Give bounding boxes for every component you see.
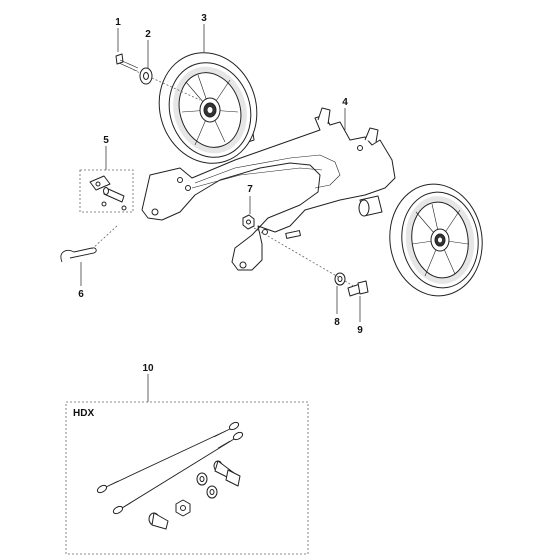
kit-nut: [175, 499, 191, 517]
assembly-guides: [129, 67, 356, 288]
pin-kit-part-5: [79, 169, 134, 213]
callout-8: 8: [334, 317, 340, 328]
kit-label-hdx: HDX: [73, 408, 94, 419]
kit-bolt-long: [213, 460, 241, 487]
screw-part-1: [115, 53, 139, 72]
wheel-upper-left: [158, 52, 258, 164]
callout-7: 7: [247, 184, 253, 195]
callout-10: 10: [142, 363, 154, 374]
wheel-lower-right: [389, 183, 483, 297]
hairpin-clip-part-6: [60, 224, 119, 263]
leader-lines: [80, 24, 361, 402]
callout-4: 4: [342, 97, 348, 108]
cable-1: [96, 421, 240, 494]
kit-bolt-short: [148, 512, 169, 530]
callout-3: 3: [201, 13, 207, 24]
kit-washer-2: [206, 485, 218, 499]
wheel-frame: [141, 107, 396, 271]
callout-1: 1: [115, 17, 121, 28]
bolt-part-9: [347, 280, 369, 297]
hdx-kit-box: [65, 401, 309, 555]
washer-part-2: [139, 67, 153, 85]
cable-2: [112, 431, 244, 515]
nut-part-7: [242, 214, 255, 230]
washer-part-8: [334, 272, 346, 286]
axle-stub-right: [358, 195, 383, 217]
callout-5: 5: [103, 135, 109, 146]
kit-washer-1: [196, 472, 208, 486]
callout-2: 2: [145, 29, 151, 40]
callout-9: 9: [357, 325, 363, 336]
callout-6: 6: [78, 289, 84, 300]
